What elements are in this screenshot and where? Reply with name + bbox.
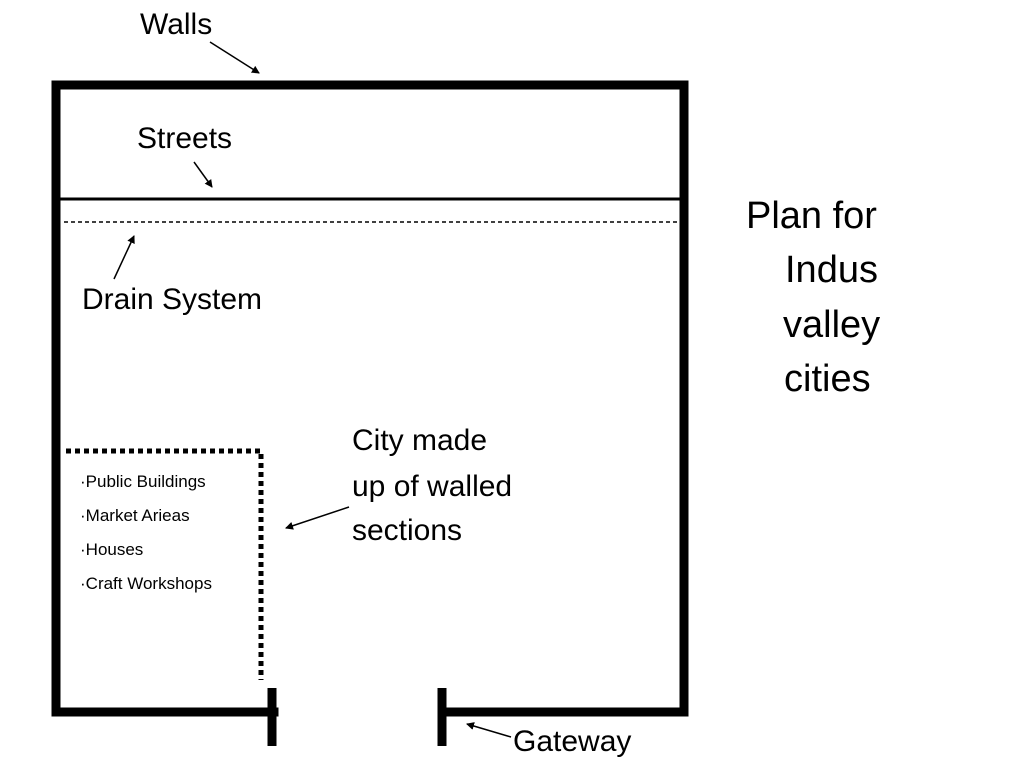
walls-label: Walls xyxy=(140,8,212,41)
city-sections-label: City made up of walled sections xyxy=(352,424,512,547)
walls-arrow xyxy=(209,41,260,74)
streets-arrow xyxy=(193,161,213,188)
drain-system-label: Drain System xyxy=(82,283,262,316)
city-sections-arrow xyxy=(285,506,350,530)
city-sections-line: sections xyxy=(352,514,462,547)
drain-arrow xyxy=(113,235,135,280)
title-line: valley xyxy=(783,304,880,346)
gateway-label: Gateway xyxy=(513,725,631,758)
wall-left-top-right xyxy=(51,80,689,717)
city-walls xyxy=(51,80,689,717)
walled-section-border xyxy=(66,448,264,680)
list-item: ·Craft Workshops xyxy=(80,574,212,593)
title-line: Indus xyxy=(785,249,878,291)
streets-label: Streets xyxy=(137,122,232,155)
title-line: cities xyxy=(784,358,871,400)
list-item: ·Market Arieas xyxy=(80,506,190,525)
section-item-list: ·Public Buildings ·Market Arieas ·Houses… xyxy=(80,472,212,593)
list-item: ·Public Buildings xyxy=(80,472,206,491)
city-sections-line: City made xyxy=(352,424,487,457)
diagram-title: Plan for Indus valley cities xyxy=(746,195,880,400)
city-sections-line: up of walled xyxy=(352,470,512,503)
gateway-arrow xyxy=(466,722,512,738)
title-line: Plan for xyxy=(746,195,877,237)
list-item: ·Houses xyxy=(80,540,143,559)
